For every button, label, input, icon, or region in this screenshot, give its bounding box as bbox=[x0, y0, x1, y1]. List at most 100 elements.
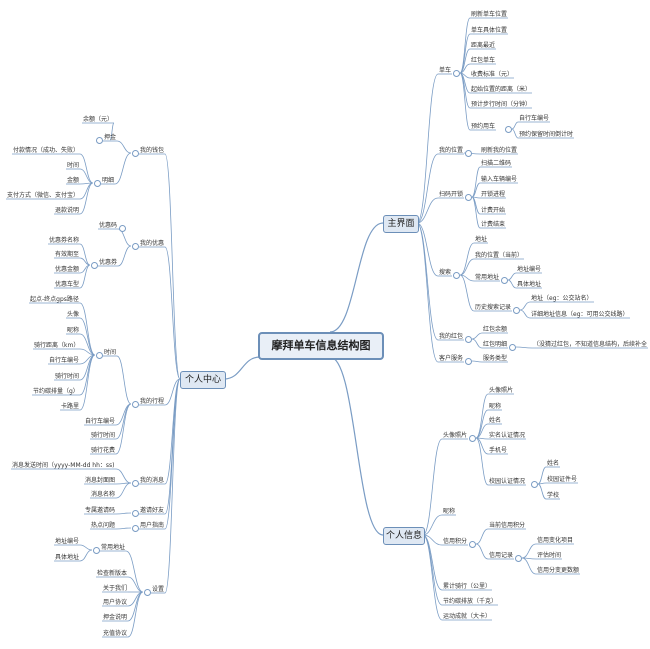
detail-item: 支付方式（微信、支付宝） bbox=[7, 191, 80, 199]
connector bbox=[459, 258, 475, 276]
collapse-toggle-icon[interactable] bbox=[95, 351, 103, 359]
collapse-toggle-icon[interactable] bbox=[452, 69, 460, 77]
settings-item: 关于我们 bbox=[103, 584, 128, 592]
trip-item: 骑行时间 bbox=[91, 431, 116, 439]
node-current-credit: 当前信用积分 bbox=[489, 521, 526, 529]
connector bbox=[127, 576, 144, 593]
collapse-toggle-icon[interactable] bbox=[92, 546, 100, 554]
voucher-item: 优惠券名称 bbox=[49, 236, 80, 244]
collapse-toggle-icon[interactable] bbox=[468, 434, 476, 442]
collapse-toggle-icon[interactable] bbox=[464, 357, 472, 365]
node-credit: 信用积分 bbox=[443, 537, 468, 545]
branch-main[interactable]: 主界面 bbox=[383, 215, 419, 233]
collapse-toggle-icon[interactable] bbox=[504, 125, 512, 133]
connector bbox=[521, 543, 537, 559]
collapse-toggle-icon[interactable] bbox=[131, 479, 139, 487]
connector bbox=[416, 222, 439, 341]
root-topic[interactable]: 摩拜单车信息结构图 bbox=[258, 332, 384, 360]
node-refresh-location: 刷新我的位置 bbox=[481, 146, 518, 154]
collapse-toggle-icon[interactable] bbox=[452, 271, 460, 279]
connector bbox=[416, 222, 439, 277]
node-trip: 我的行程 bbox=[140, 397, 165, 405]
branch-info[interactable]: 个人信息 bbox=[383, 527, 425, 545]
connector bbox=[125, 550, 144, 593]
connector bbox=[475, 409, 489, 439]
connector bbox=[475, 528, 489, 545]
connector bbox=[79, 549, 93, 562]
record-item: 评估时间 bbox=[537, 551, 562, 559]
connector bbox=[223, 356, 261, 380]
detail-item: 付款情况（成功、失败） bbox=[13, 146, 80, 154]
settings-item: 用户协议 bbox=[103, 598, 128, 606]
connector bbox=[79, 168, 94, 184]
collapse-toggle-icon[interactable] bbox=[514, 554, 522, 562]
connector bbox=[329, 356, 384, 536]
record-item: 信用变化项目 bbox=[537, 536, 574, 544]
node-common-address: 常用地址 bbox=[475, 273, 500, 281]
node-search: 搜索 bbox=[439, 268, 452, 276]
avatar-item: 实名认证情况 bbox=[489, 431, 526, 439]
collapse-toggle-icon[interactable] bbox=[90, 261, 98, 269]
node-invite: 邀请好友 bbox=[140, 506, 165, 514]
node-my-position: 我的位置（当前） bbox=[475, 251, 524, 259]
connector bbox=[471, 332, 483, 340]
collapse-toggle-icon[interactable] bbox=[508, 343, 516, 351]
collapse-toggle-icon[interactable] bbox=[118, 224, 126, 232]
connector bbox=[164, 378, 181, 406]
connector bbox=[329, 222, 384, 333]
connector bbox=[471, 360, 483, 363]
collapse-toggle-icon[interactable] bbox=[95, 136, 103, 144]
connector bbox=[519, 301, 531, 311]
collapse-toggle-icon[interactable] bbox=[512, 306, 520, 314]
redpacket-item: 红包明细 bbox=[483, 340, 508, 348]
avatar-item: 昵称 bbox=[489, 402, 502, 410]
bike-item: 起始位置的距离（米） bbox=[471, 85, 532, 93]
frequent-item: 地址编号 bbox=[55, 537, 80, 545]
connector bbox=[515, 346, 533, 349]
collapse-toggle-icon[interactable] bbox=[464, 149, 472, 157]
collapse-toggle-icon[interactable] bbox=[468, 540, 476, 548]
connector bbox=[416, 197, 439, 224]
connector bbox=[79, 354, 96, 396]
avatar-item: 头像照片 bbox=[489, 386, 514, 394]
settings-item: 充值协议 bbox=[103, 629, 128, 637]
connector bbox=[471, 182, 481, 198]
connector bbox=[115, 527, 132, 530]
branch-center[interactable]: 个人中心 bbox=[180, 371, 226, 389]
bike-item: 单车具体位置 bbox=[471, 26, 508, 34]
voucher-item: 有效期至 bbox=[55, 250, 80, 258]
connector bbox=[79, 153, 94, 184]
collapse-toggle-icon[interactable] bbox=[530, 480, 538, 488]
collapse-toggle-icon[interactable] bbox=[464, 335, 472, 343]
time-item: 起点-终点gps路径 bbox=[30, 295, 79, 303]
connector bbox=[79, 544, 93, 551]
connector bbox=[79, 302, 96, 356]
detail-item: 时间 bbox=[67, 161, 80, 169]
collapse-toggle-icon[interactable] bbox=[131, 149, 139, 157]
message-item: 消息发送时间（yyyy-MM-dd hh：ss) bbox=[12, 461, 115, 469]
campus-item: 校园证件号 bbox=[547, 475, 578, 483]
time-item: 自行车编号 bbox=[49, 356, 80, 364]
detail-item: 金额 bbox=[67, 176, 80, 184]
collapse-toggle-icon[interactable] bbox=[500, 276, 508, 284]
node-nickname: 昵称 bbox=[443, 507, 456, 515]
avatar-item: 校园认证情况 bbox=[489, 477, 526, 485]
collapse-toggle-icon[interactable] bbox=[131, 509, 139, 517]
collapse-toggle-icon[interactable] bbox=[131, 242, 139, 250]
trip-item: 骑行花费 bbox=[91, 446, 116, 454]
message-item: 消息名称 bbox=[91, 490, 116, 498]
connector bbox=[127, 591, 144, 638]
bike-item: 距离最近 bbox=[471, 41, 496, 49]
collapse-toggle-icon[interactable] bbox=[143, 588, 151, 596]
collapse-toggle-icon[interactable] bbox=[131, 524, 139, 532]
voucher-item: 优惠金额 bbox=[55, 265, 80, 273]
detail-item: 退款说明 bbox=[55, 206, 80, 214]
message-item: 消息封面图 bbox=[85, 476, 116, 484]
collapse-toggle-icon[interactable] bbox=[93, 179, 101, 187]
redpacket-note: （没猜过红包，不知道信息结构，后续补全 bbox=[533, 340, 648, 348]
collapse-toggle-icon[interactable] bbox=[131, 400, 139, 408]
connector bbox=[471, 338, 483, 349]
record-item: 信用分变更数额 bbox=[537, 566, 580, 574]
collapse-toggle-icon[interactable] bbox=[464, 193, 472, 201]
